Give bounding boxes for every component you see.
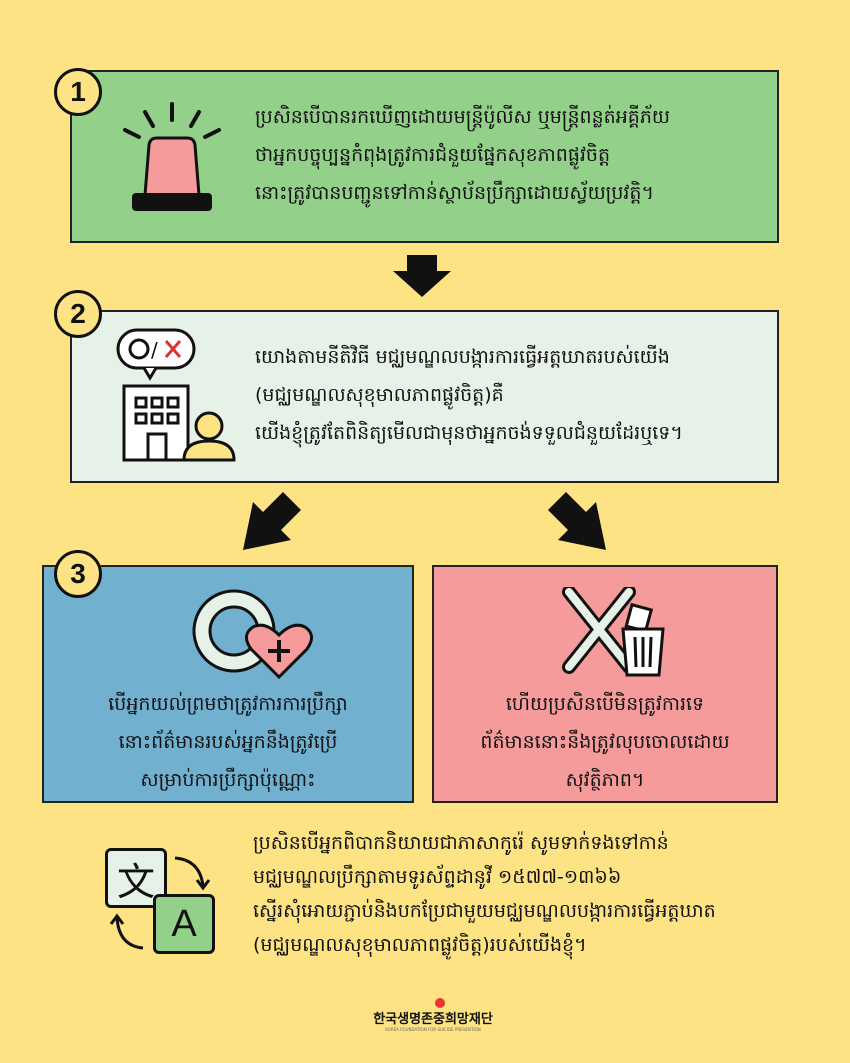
- logo-text: 한국생명존중희망재단: [373, 1012, 493, 1027]
- arrow-down-icon: [393, 255, 451, 297]
- target-language-glyph: A: [153, 894, 215, 954]
- step-1-line: នោះត្រូវបានបញ្ជូនទៅកាន់ស្ថាប័នប្រឹក្សាដោ…: [255, 182, 655, 204]
- source-language-glyph: 文: [105, 848, 167, 908]
- step-number-1: 1: [54, 68, 102, 116]
- decline-line: សុវត្ថិភាព។: [565, 769, 645, 791]
- step-2-line: (មជ្ឈមណ្ឌលសុខុមាលភាពផ្លូវចិត្ត)គឺ: [255, 384, 504, 406]
- step-number-3: 3: [54, 550, 102, 598]
- arrow-down-left-icon: [243, 492, 301, 550]
- decline-box: ហើយប្រសិនបើមិនត្រូវការទេ ព័ត៌មាននោះនឹងត្…: [432, 565, 778, 803]
- step-2-box: / យោងតាមនីតិវិធី មជ្ឈមណ្ឌលបង្ការការធ្វើអ…: [70, 310, 779, 483]
- counseling-center-icon: /: [114, 326, 244, 466]
- agree-line: នោះព័ត៌មានរបស់អ្នកនឹងត្រូវប្រើ: [118, 731, 338, 753]
- translate-icon: 文 A: [105, 848, 215, 956]
- consent-heart-icon: [189, 585, 319, 685]
- decline-line: ព័ត៌មាននោះនឹងត្រូវលុបចោលដោយ: [480, 731, 730, 753]
- arrow-down-right-icon: [548, 492, 606, 550]
- agree-line: សម្រាប់ការប្រឹក្សាប៉ុណ្ណោះ: [140, 769, 316, 791]
- step-2-line: យោងតាមនីតិវិធី មជ្ឈមណ្ឌលបង្ការការធ្វើអត្…: [255, 346, 670, 368]
- agree-box: បើអ្នកយល់ព្រមថាត្រូវការការប្រឹក្សា នោះព័…: [42, 565, 414, 803]
- decline-line: ហើយប្រសិនបើមិនត្រូវការទេ: [505, 693, 705, 715]
- step-2-line: យើងខ្ញុំត្រូវតែពិនិត្យមើលជាមុនថាអ្នកចង់ទ…: [255, 422, 683, 444]
- note-line: ស្នើរសុំអោយភ្ជាប់និងបកប្រែជាមួយមជ្ឈមណ្ឌល…: [253, 900, 716, 922]
- agree-line: បើអ្នកយល់ព្រមថាត្រូវការការប្រឹក្សា: [108, 693, 348, 715]
- step-1-line: ថាអ្នកបច្ចុប្បន្នកំពុងត្រូវការជំនួយផ្នែក…: [255, 144, 611, 166]
- step-number-2: 2: [54, 290, 102, 338]
- note-line: (មជ្ឈមណ្ឌលសុខុមាលភាពផ្លូវចិត្ត)របស់យើងខ្…: [253, 934, 587, 956]
- foundation-logo: 한국생명존중희망재단 KOREA FOUNDATION FOR SUICIDE …: [368, 998, 498, 1032]
- note-line: មជ្ឈមណ្ឌលប្រឹក្សាតាមទូរស័ព្ទដានូវី ១៥៧៧-…: [253, 866, 622, 888]
- step-1-line: ប្រសិនបើបានរកឃើញដោយមន្ត្រីប៉ូលីស ឬមន្ត្រ…: [255, 106, 670, 128]
- note-line: ប្រសិនបើអ្នកពិបាកនិយាយជាភាសាកូរ៉េ សូមទាក…: [253, 832, 669, 854]
- svg-text:/: /: [151, 338, 158, 362]
- siren-icon: [117, 100, 227, 215]
- step-1-box: ប្រសិនបើបានរកឃើញដោយមន្ត្រីប៉ូលីស ឬមន្ត្រ…: [70, 70, 779, 243]
- delete-trash-icon: [559, 587, 669, 677]
- logo-subtext: KOREA FOUNDATION FOR SUICIDE PREVENTION: [385, 1027, 481, 1032]
